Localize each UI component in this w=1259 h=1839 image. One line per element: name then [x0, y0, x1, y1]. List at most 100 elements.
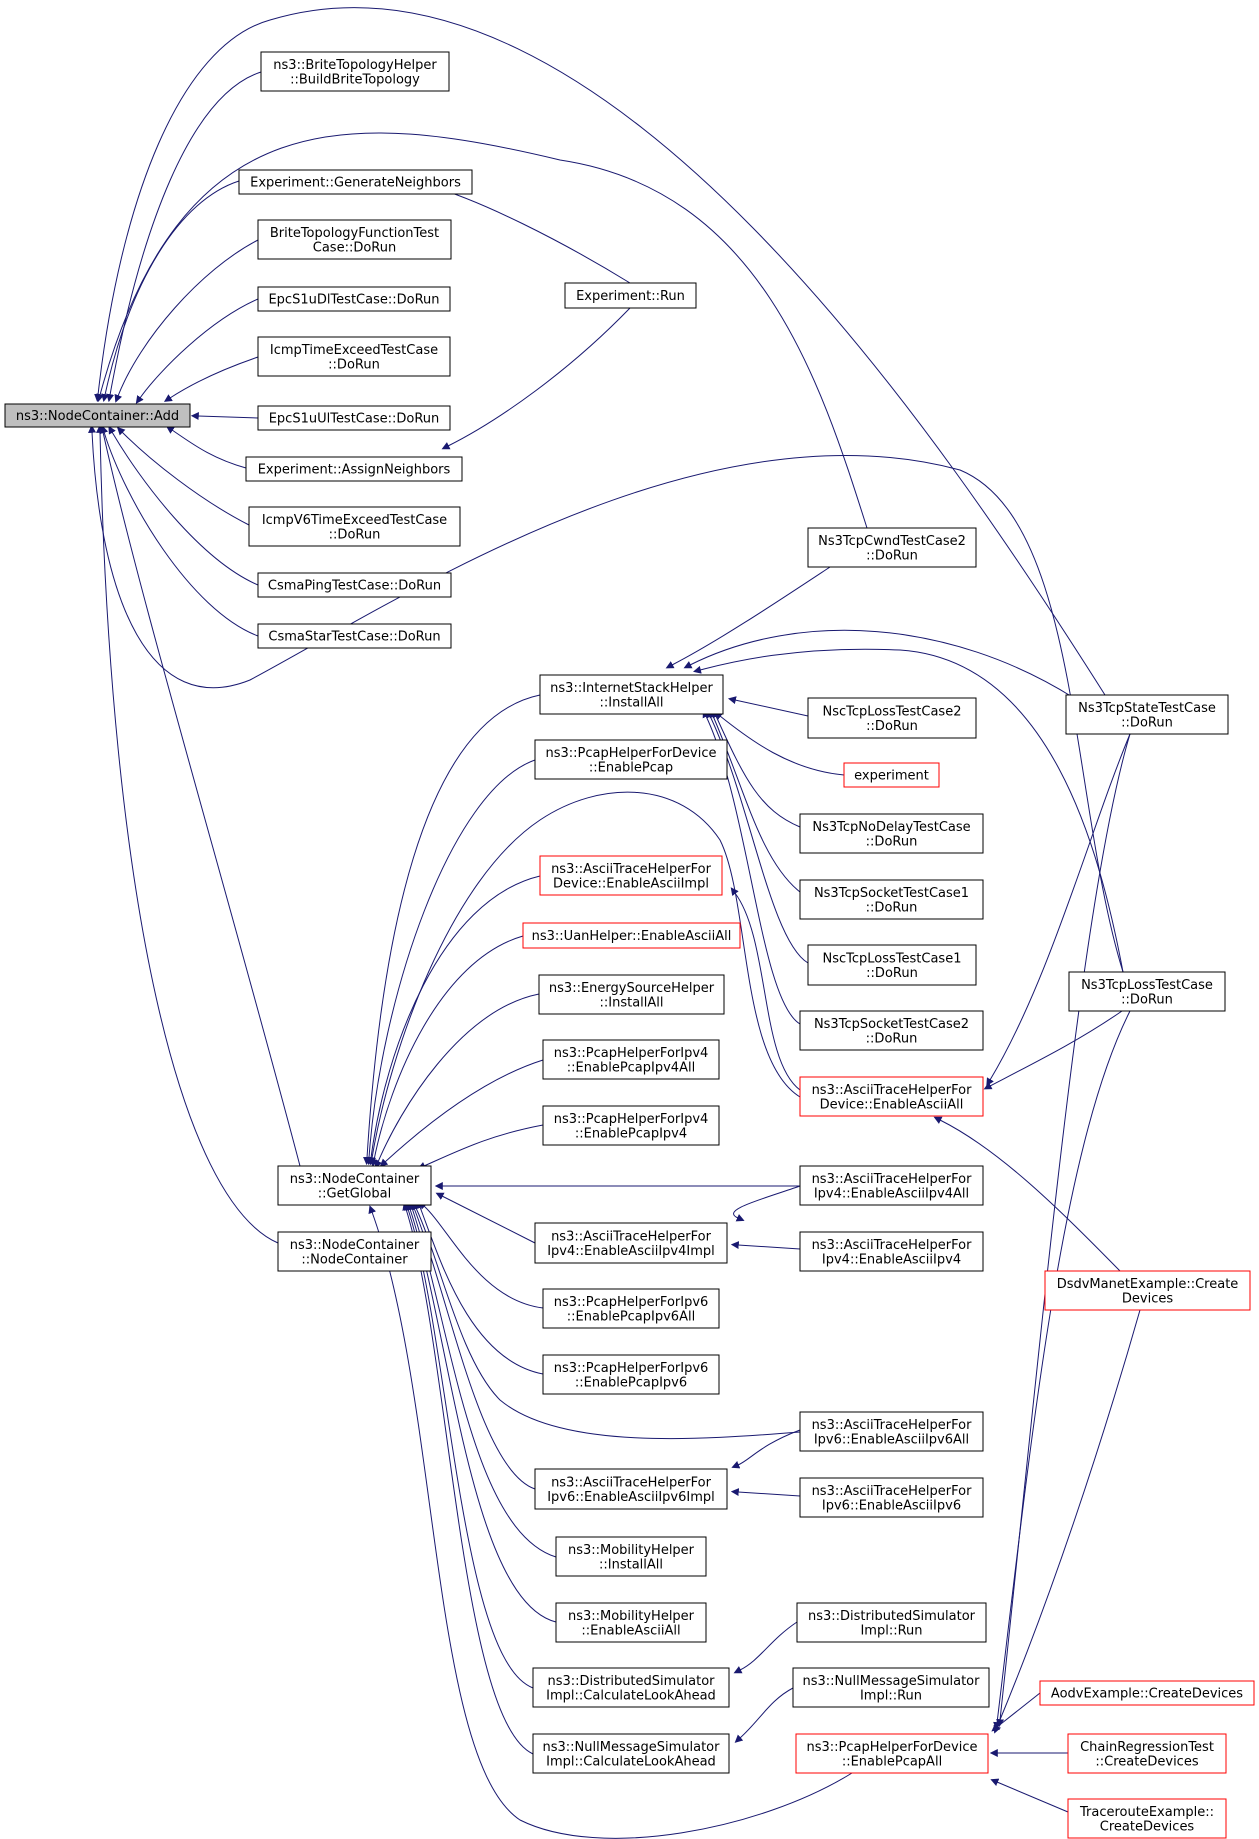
- node-pcap6[interactable]: ns3::PcapHelperForIpv6::EnablePcapIpv6: [542, 1354, 720, 1395]
- node-aodv[interactable]: AodvExample::CreateDevices: [1039, 1680, 1255, 1706]
- node-pcap-dev[interactable]: ns3::PcapHelperForDevice::EnablePcap: [534, 739, 728, 780]
- edge-e-brite-helper: [106, 71, 262, 403]
- node-csma-ping[interactable]: CsmaPingTestCase::DoRun: [257, 572, 452, 598]
- node-label: ns3::EnergySourceHelper: [549, 981, 715, 996]
- edge-e-pcapall-trace: [990, 1778, 1069, 1813]
- node-label: AodvExample::CreateDevices: [1051, 1687, 1243, 1702]
- node-label: ::DoRun: [866, 1031, 918, 1046]
- edge-e-loss-top: [88, 424, 1124, 973]
- edge-e-impl4-4: [730, 1241, 801, 1250]
- node-label: ::EnablePcapIpv6: [575, 1375, 687, 1390]
- node-label: ::InstallAll: [599, 695, 663, 710]
- edge-e-nodecont: [96, 424, 279, 1244]
- node-mob-install[interactable]: ns3::MobilityHelper::InstallAll: [555, 1536, 707, 1577]
- node-ascii4all[interactable]: ns3::AsciiTraceHelperForIpv4::EnableAsci…: [799, 1165, 984, 1206]
- node-label: Impl::CalculateLookAhead: [546, 1688, 716, 1703]
- node-exp-gen[interactable]: Experiment::GenerateNeighbors: [238, 169, 473, 195]
- node-box: [799, 1411, 984, 1452]
- node-box: [257, 219, 452, 260]
- node-dist-calc[interactable]: ns3::DistributedSimulatorImpl::Calculate…: [532, 1667, 730, 1708]
- node-box: [534, 1222, 728, 1264]
- edge-e-null: [734, 1687, 794, 1743]
- edge-e-exp-gen: [101, 180, 240, 403]
- node-box: [542, 1105, 720, 1146]
- node-brite-helper[interactable]: ns3::BriteTopologyHelper::BuildBriteTopo…: [260, 51, 450, 92]
- node-label: ns3::AsciiTraceHelperFor: [812, 1484, 973, 1499]
- node-exp-assign[interactable]: Experiment::AssignNeighbors: [245, 456, 463, 482]
- node-label: ::DoRun: [329, 527, 381, 542]
- node-label: ::EnablePcapAll: [842, 1754, 942, 1769]
- node-ascii6impl[interactable]: ns3::AsciiTraceHelperForIpv6::EnableAsci…: [534, 1468, 728, 1510]
- node-state[interactable]: Ns3TcpStateTestCase::DoRun: [1065, 694, 1229, 735]
- node-label: ::BuildBriteTopology: [290, 72, 420, 87]
- edge-e-epc-ul: [190, 412, 259, 421]
- node-box: [799, 1477, 984, 1518]
- node-label: CsmaStarTestCase::DoRun: [268, 630, 440, 645]
- edge-e-icmp6: [116, 426, 250, 526]
- node-root[interactable]: ns3::NodeContainer::Add: [4, 403, 191, 428]
- node-pcap4[interactable]: ns3::PcapHelperForIpv4::EnablePcapIpv4: [542, 1105, 720, 1146]
- edge-e-inet-nsc2: [727, 696, 809, 717]
- edge-e-brite-test: [114, 239, 259, 403]
- edge-e-gg-pcapdev: [365, 759, 536, 1166]
- node-ascii4[interactable]: ns3::AsciiTraceHelperForIpv4::EnableAsci…: [799, 1231, 984, 1272]
- node-ascii4impl[interactable]: ns3::AsciiTraceHelperForIpv4::EnableAsci…: [534, 1222, 728, 1264]
- node-box: [1068, 971, 1226, 1012]
- node-ascii-dev-impl[interactable]: ns3::AsciiTraceHelperForDevice::EnableAs…: [539, 855, 723, 896]
- node-label: Ipv6::EnableAsciiIpv6: [822, 1498, 961, 1513]
- node-label: Ipv4::EnableAsciiIpv4Impl: [547, 1244, 715, 1259]
- edge-e-impl6-all6: [731, 1429, 801, 1469]
- node-box: [534, 739, 728, 780]
- node-icmp6[interactable]: IcmpV6TimeExceedTestCase::DoRun: [248, 506, 461, 547]
- node-getglobal[interactable]: ns3::NodeContainer::GetGlobal: [277, 1165, 432, 1206]
- node-null-calc[interactable]: ns3::NullMessageSimulatorImpl::Calculate…: [532, 1733, 730, 1774]
- node-label: Ns3TcpNoDelayTestCase: [812, 820, 970, 835]
- node-nodecont[interactable]: ns3::NodeContainer::NodeContainer: [277, 1231, 432, 1272]
- node-ascii6[interactable]: ns3::AsciiTraceHelperForIpv6::EnableAsci…: [799, 1477, 984, 1518]
- node-ascii-dev-all[interactable]: ns3::AsciiTraceHelperForDevice::EnableAs…: [799, 1076, 984, 1117]
- edge-e-gg-distcalc: [404, 1202, 534, 1689]
- node-label: ::EnablePcap: [589, 760, 673, 775]
- node-epc-ul[interactable]: EpcS1uUlTestCase::DoRun: [257, 405, 451, 431]
- node-mob-ascii[interactable]: ns3::MobilityHelper::EnableAsciiAll: [555, 1602, 707, 1643]
- node-energy[interactable]: ns3::EnergySourceHelper::InstallAll: [538, 974, 725, 1015]
- node-experiment[interactable]: experiment: [843, 762, 940, 788]
- node-exp-run[interactable]: Experiment::Run: [564, 282, 697, 309]
- node-inet-install[interactable]: ns3::InternetStackHelper::InstallAll: [539, 674, 724, 715]
- node-box: [257, 286, 451, 312]
- node-label: ns3::PcapHelperForDevice: [807, 1740, 978, 1755]
- edge-e-epc-dl: [135, 298, 259, 404]
- node-label: experiment: [854, 769, 929, 784]
- node-uan[interactable]: ns3::UanHelper::EnableAsciiAll: [522, 922, 741, 949]
- node-label: ns3::DistributedSimulator: [547, 1674, 715, 1689]
- node-nsc2[interactable]: NscTcpLossTestCase2::DoRun: [807, 697, 977, 739]
- node-icmp4[interactable]: IcmpTimeExceedTestCase::DoRun: [257, 336, 451, 377]
- node-traceroute[interactable]: TracerouteExample::CreateDevices: [1067, 1798, 1227, 1839]
- node-label: ::DoRun: [866, 719, 918, 734]
- node-label: ns3::AsciiTraceHelperFor: [551, 1475, 712, 1490]
- node-pcap6all[interactable]: ns3::PcapHelperForIpv6::EnablePcapIpv6Al…: [542, 1288, 720, 1329]
- node-sock1[interactable]: Ns3TcpSocketTestCase1::DoRun: [799, 879, 984, 920]
- node-epc-dl[interactable]: EpcS1uDlTestCase::DoRun: [257, 286, 451, 312]
- node-chain[interactable]: ChainRegressionTest::CreateDevices: [1067, 1733, 1227, 1774]
- node-ascii6all[interactable]: ns3::AsciiTraceHelperForIpv6::EnableAsci…: [799, 1411, 984, 1452]
- node-box: [1039, 1680, 1255, 1706]
- node-label: Ns3TcpStateTestCase: [1078, 701, 1216, 716]
- node-nsc1[interactable]: NscTcpLossTestCase1::DoRun: [807, 944, 977, 986]
- node-dsdv[interactable]: DsdvManetExample::CreateDevices: [1044, 1270, 1251, 1311]
- node-label: Experiment::Run: [576, 289, 685, 304]
- node-box: [799, 813, 984, 854]
- node-sock2[interactable]: Ns3TcpSocketTestCase2::DoRun: [799, 1010, 984, 1051]
- node-csma-star[interactable]: CsmaStarTestCase::DoRun: [257, 623, 452, 649]
- edge-e-dev-ascii-impl-all: [730, 887, 801, 1091]
- node-pcap4all[interactable]: ns3::PcapHelperForIpv4::EnablePcapIpv4Al…: [542, 1039, 720, 1080]
- edge-e-gg-mobinst: [408, 1201, 557, 1558]
- node-cwnd2[interactable]: Ns3TcpCwndTestCase2::DoRun: [807, 527, 977, 568]
- node-nodelay[interactable]: Ns3TcpNoDelayTestCase::DoRun: [799, 813, 984, 854]
- node-pcap-all[interactable]: ns3::PcapHelperForDevice::EnablePcapAll: [795, 1733, 989, 1774]
- node-loss[interactable]: Ns3TcpLossTestCase::DoRun: [1068, 971, 1226, 1012]
- node-label: Ipv4::EnableAsciiIpv4: [822, 1252, 961, 1267]
